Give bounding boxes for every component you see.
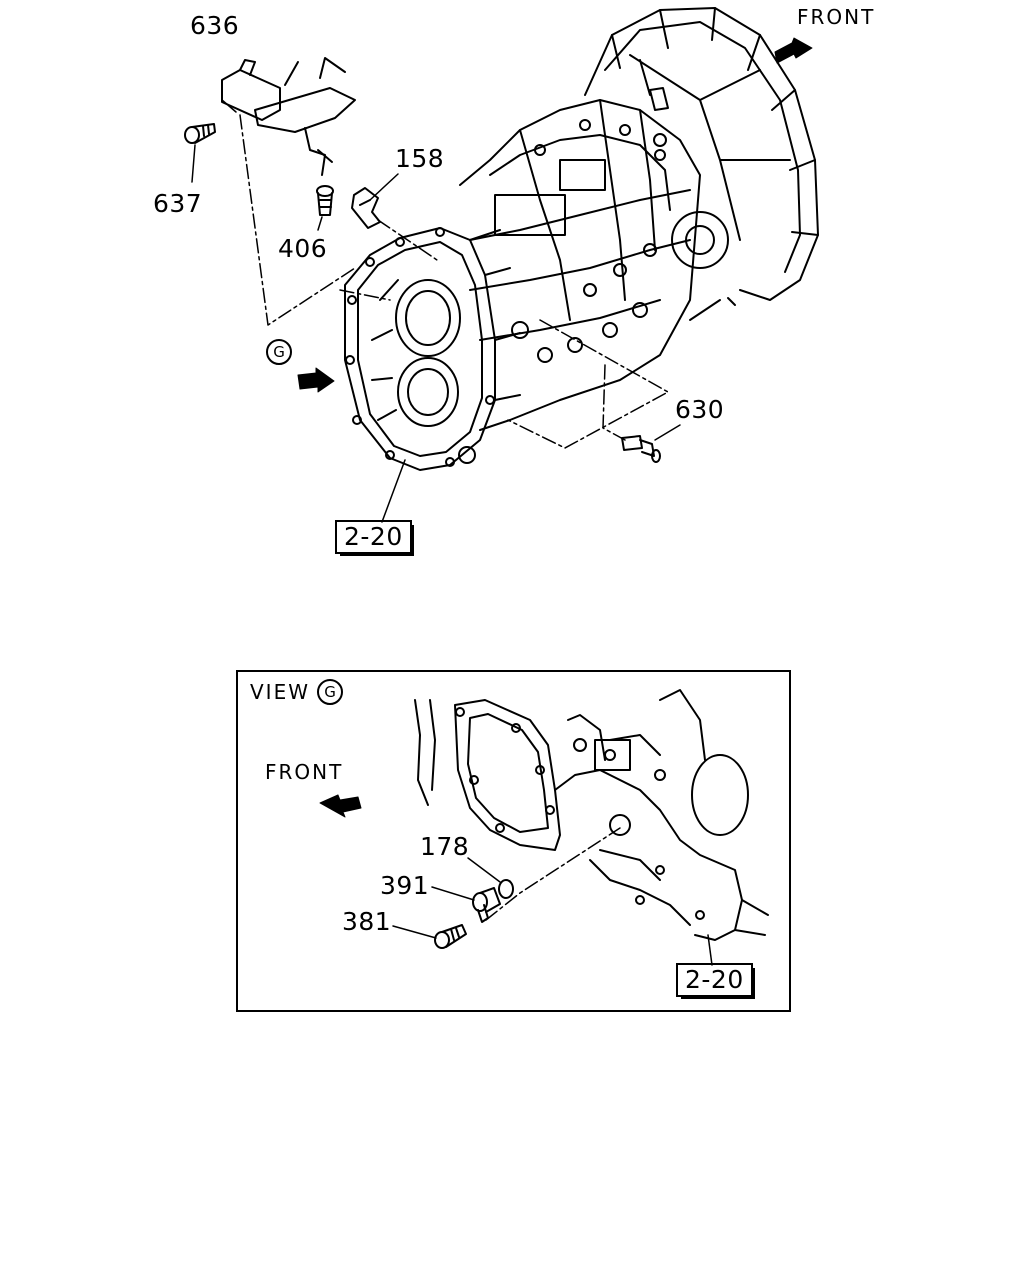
- leader-lines-detail: [392, 857, 713, 966]
- front-label-detail: FRONT: [265, 760, 344, 784]
- callout-636: 636: [190, 11, 240, 40]
- part-381-bolt: [434, 924, 467, 949]
- view-g-detail-frame: [236, 670, 791, 1012]
- rear-case-cover: [344, 227, 521, 471]
- part-630-switch: [621, 435, 661, 463]
- part-391-sensor: [472, 887, 501, 923]
- callout-158: 158: [395, 144, 445, 173]
- callout-178: 178: [420, 832, 470, 861]
- front-label-main: FRONT: [797, 5, 876, 29]
- part-178-o-ring: [498, 879, 514, 899]
- reference-box-detail: 2-20: [676, 963, 755, 999]
- view-g-marker: G: [266, 339, 292, 365]
- callout-630: 630: [675, 395, 725, 424]
- callout-381: 381: [342, 907, 392, 936]
- assembly-line-detail: [485, 827, 621, 921]
- callout-637: 637: [153, 189, 203, 218]
- callout-391: 391: [380, 871, 430, 900]
- detail-case: [414, 689, 769, 941]
- front-arrow: [774, 37, 813, 64]
- part-406-bolt: [316, 185, 334, 216]
- transmission-case: [459, 59, 701, 431]
- assembly-lines-main: [239, 114, 669, 449]
- detail-view-g-marker: G: [317, 679, 343, 705]
- part-636-bracket: [221, 57, 356, 176]
- view-arrow: [297, 367, 335, 393]
- callout-406: 406: [278, 234, 328, 263]
- leader-lines-main: [191, 99, 681, 523]
- front-arrow-detail: [319, 794, 362, 818]
- part-637-bolt: [184, 123, 216, 144]
- view-title: VIEW: [250, 680, 310, 704]
- bell-housing: [584, 7, 819, 321]
